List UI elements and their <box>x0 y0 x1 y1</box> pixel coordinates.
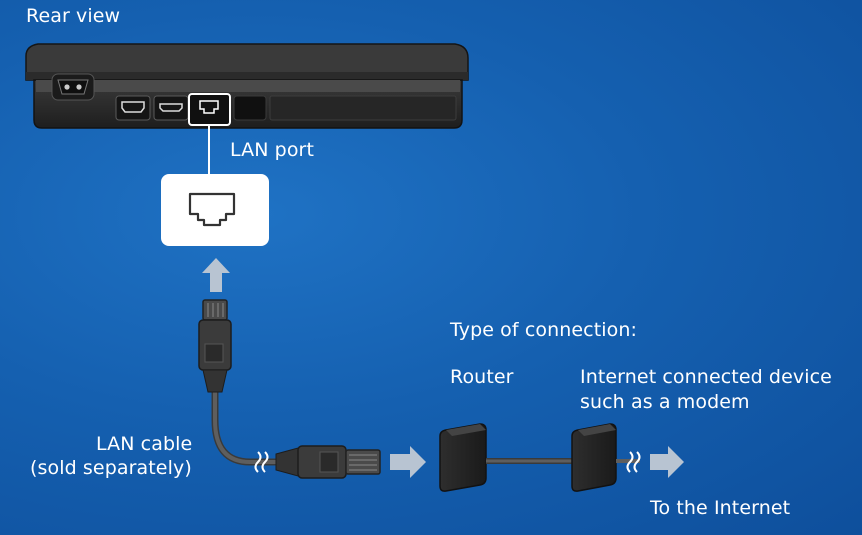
console-rear-view <box>25 43 469 176</box>
hdmi-port-icon <box>115 95 151 121</box>
rj45-plug-vertical-icon <box>198 299 232 393</box>
to-internet-label: To the Internet <box>650 497 791 519</box>
lan-cable <box>198 299 381 479</box>
router-icon <box>439 423 487 492</box>
up-arrow-icon <box>202 258 230 292</box>
router-label: Router <box>450 366 514 388</box>
internet-device-label-line2: such as a modem <box>580 391 750 413</box>
lan-cable-label-line2: (sold separately) <box>30 457 192 479</box>
lan-port-callout <box>161 174 269 246</box>
internet-arrow-icon <box>650 446 684 478</box>
power-inlet-icon <box>51 73 95 101</box>
aux-port-icon <box>153 95 189 121</box>
modem-icon <box>571 423 617 492</box>
lan-port-label: LAN port <box>230 139 315 161</box>
ethernet-port-icon <box>188 192 236 227</box>
connection-type-heading: Type of connection: <box>450 319 638 341</box>
internet-device-label-line1: Internet connected device <box>580 366 832 388</box>
lan-cable-label-line1: LAN cable <box>96 433 193 455</box>
right-arrow-icon <box>390 446 426 478</box>
rear-view-label: Rear view <box>26 5 121 27</box>
lan-port-highlight <box>188 93 231 126</box>
rj45-plug-horizontal-icon <box>275 445 381 479</box>
